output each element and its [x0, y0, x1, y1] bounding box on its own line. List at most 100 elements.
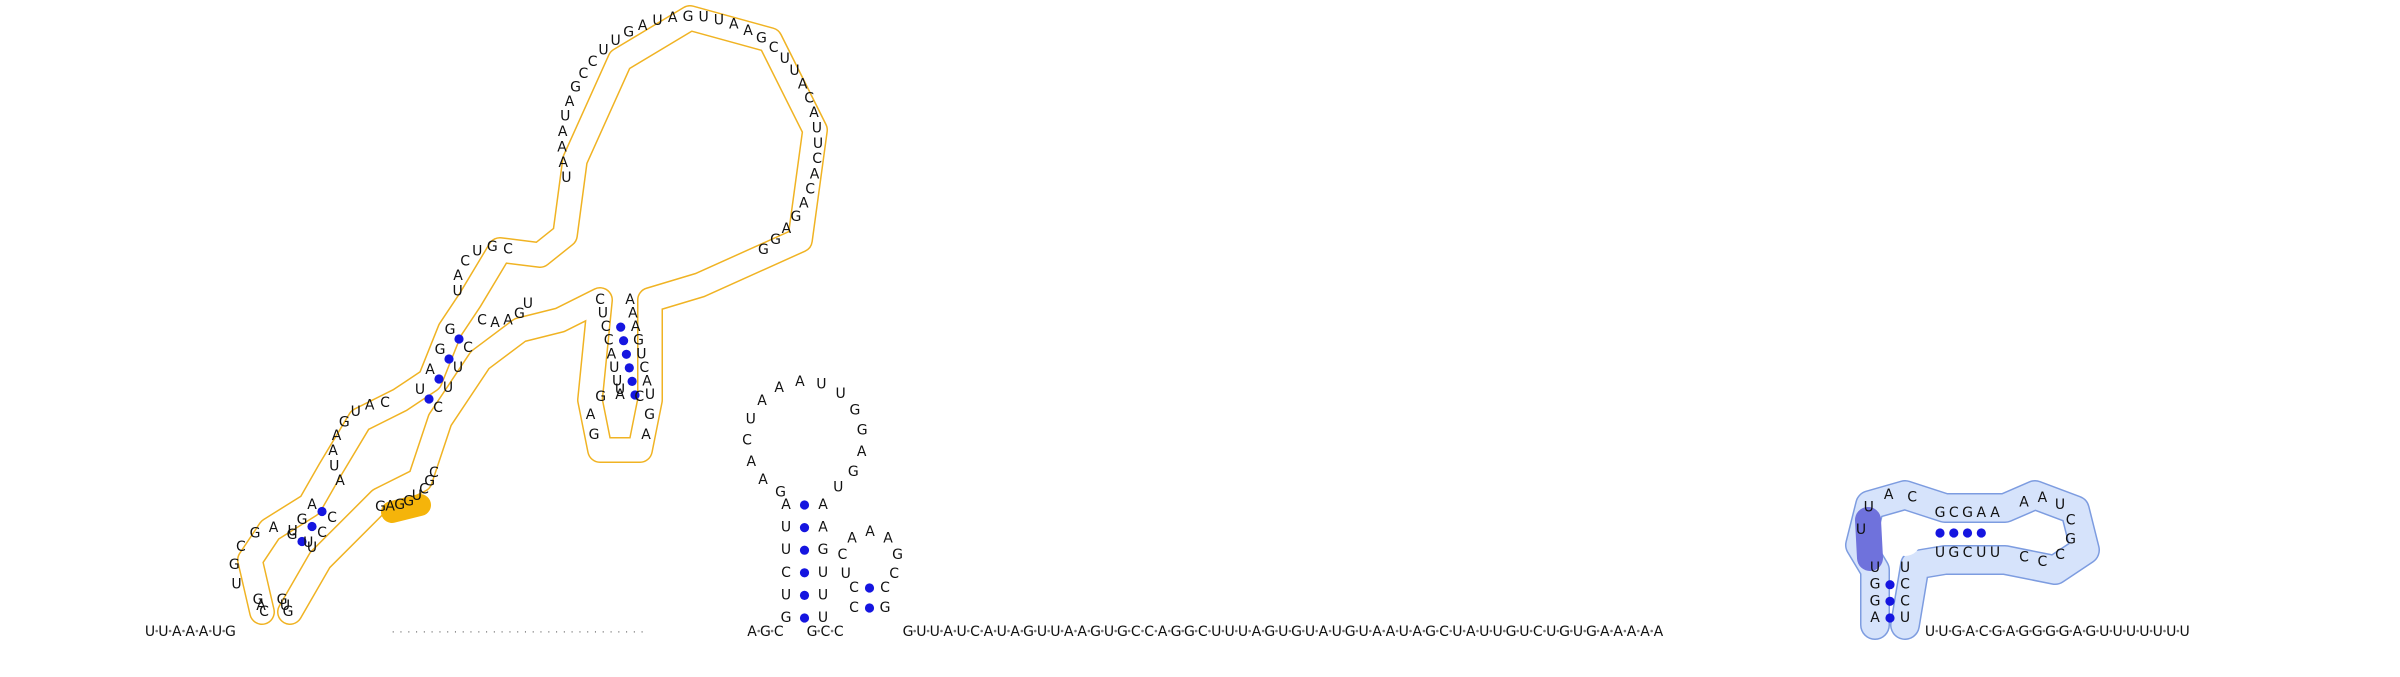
base-pair-dot	[621, 349, 632, 359]
backbone-nucleotide: U	[2166, 624, 2176, 640]
backbone-link	[1235, 629, 1238, 633]
base-pair-dot	[616, 322, 626, 332]
left-nucleotide: A	[642, 373, 652, 389]
backbone-link	[1087, 629, 1091, 633]
middle-nucleotide: C	[849, 600, 859, 616]
backbone-nucleotide: C	[1198, 624, 1208, 640]
backbone-nucleotide: G	[1992, 624, 2003, 640]
base-pair-dot	[799, 500, 810, 510]
backbone-link	[1074, 629, 1077, 633]
right-nucleotide: G	[2065, 531, 2076, 547]
backbone-link	[1489, 629, 1493, 633]
backbone-nucleotide: U	[1546, 624, 1556, 640]
base-pair-dot	[1885, 613, 1895, 623]
backbone-nucleotide: U	[1224, 624, 1234, 640]
middle-nucleotide: C	[849, 580, 859, 596]
right-nucleotide: C	[1963, 545, 1973, 561]
middle-nucleotide: C	[889, 566, 899, 582]
backbone-nucleotide: A	[1372, 624, 1382, 640]
backbone-nucleotide: U	[1479, 624, 1489, 640]
left-nucleotide: A	[782, 221, 792, 237]
backbone-nucleotide: A	[1965, 624, 1975, 640]
backbone-link	[1020, 629, 1024, 633]
backbone-link	[1436, 629, 1439, 633]
left-nucleotide: G	[375, 499, 386, 515]
left-nucleotide: A	[631, 319, 641, 335]
middle-nucleotide: G	[781, 610, 792, 626]
backbone-nucleotide: A	[185, 624, 195, 640]
middle-nucleotide: A	[847, 531, 857, 547]
backbone-link	[1449, 629, 1452, 633]
left-nucleotide: U	[452, 284, 462, 300]
middle-nucleotide: A	[795, 374, 805, 390]
backbone-nucleotide: G	[760, 624, 771, 640]
left-nucleotide: G	[758, 242, 769, 258]
backbone-nucleotide: A	[1158, 624, 1168, 640]
backbone-nucleotide: G	[2045, 624, 2056, 640]
backbone-link	[817, 629, 820, 633]
backbone-nucleotide: G	[1023, 624, 1034, 640]
left-nucleotide: A	[810, 167, 820, 183]
left-nucleotide: U	[561, 170, 571, 186]
left-nucleotide: A	[809, 105, 819, 121]
middle-nucleotide: A	[883, 531, 893, 547]
left-nucleotide: G	[633, 333, 644, 349]
left-nucleotide: G	[250, 526, 261, 542]
backbone-link	[1395, 629, 1399, 633]
backbone-link	[1570, 629, 1573, 633]
left-nucleotide: C	[604, 333, 614, 349]
base-pair-dot	[434, 374, 444, 384]
backbone-nucleotide: G	[1117, 624, 1128, 640]
left-nucleotide: G	[683, 9, 694, 25]
backbone-nucleotide: U	[1358, 624, 1368, 640]
backbone-nucleotide: G	[2032, 624, 2043, 640]
backbone-link	[980, 629, 983, 633]
backbone-link	[1047, 629, 1050, 633]
left-nucleotide: U	[523, 296, 533, 312]
left-nucleotide: U	[598, 306, 608, 322]
backbone-link	[1637, 629, 1640, 633]
backbone-link	[1422, 629, 1426, 633]
backbone-link	[1127, 629, 1131, 633]
backbone-nucleotide: U	[1399, 624, 1409, 640]
middle-nucleotide: U	[835, 386, 845, 402]
backbone-nucleotide: A	[2073, 624, 2083, 640]
left-nucleotide: U	[351, 404, 361, 420]
left-domain-outline-inner	[238, 6, 827, 624]
left-nucleotide: C	[769, 40, 779, 56]
left-nucleotide: A	[798, 76, 808, 92]
left-nucleotide: C	[429, 465, 439, 481]
left-nucleotide: A	[332, 428, 342, 444]
left-nucleotide: G	[435, 342, 446, 358]
middle-nucleotide: A	[857, 444, 867, 460]
backbone-nucleotide: A	[1386, 624, 1396, 640]
backbone-link	[182, 629, 185, 633]
backbone-nucleotide: G	[2018, 624, 2029, 640]
base-pair-dot	[1935, 528, 1945, 538]
left-nucleotide: A	[565, 94, 575, 110]
backbone-nucleotide: G	[1345, 624, 1356, 640]
backbone-nucleotide: A	[199, 624, 209, 640]
backbone-nucleotide: G	[1506, 624, 1517, 640]
left-nucleotide: A	[307, 497, 317, 513]
backbone-nucleotide: G	[1425, 624, 1436, 640]
backbone-link	[2149, 629, 2153, 633]
base-pair-dot	[799, 523, 810, 533]
left-nucleotide: G	[445, 322, 456, 338]
base-pair-dot	[297, 536, 307, 547]
backbone-nucleotide: C	[970, 624, 980, 640]
left-nucleotide: G	[770, 232, 781, 248]
backbone-link	[1168, 629, 1171, 633]
backbone-nucleotide: G	[1559, 624, 1570, 640]
left-nucleotide: G	[570, 80, 581, 96]
middle-nucleotide: A	[774, 380, 784, 396]
base-pair-dot	[1885, 580, 1895, 590]
backbone-nucleotide: A	[1627, 624, 1637, 640]
left-nucleotide: A	[328, 443, 338, 459]
left-nucleotide: G	[277, 592, 288, 608]
base-pair-dot	[424, 394, 434, 404]
left-nucleotide: G	[283, 604, 294, 620]
left-nucleotide: C	[503, 241, 513, 257]
backbone-nucleotide: A	[2006, 624, 2016, 640]
